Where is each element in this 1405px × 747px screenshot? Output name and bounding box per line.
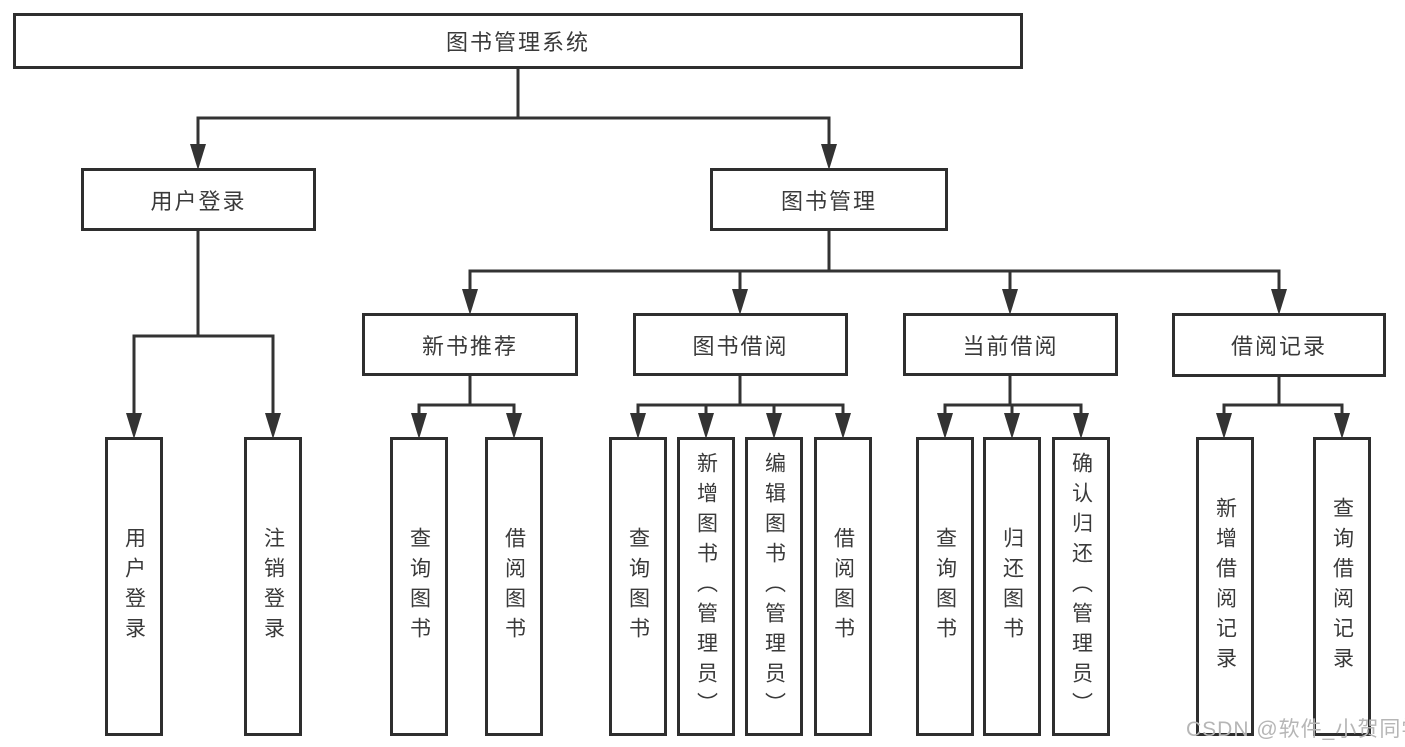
leaf-borrow-books-recommend: 借阅图书 bbox=[485, 437, 543, 736]
leaf-query-books-recommend-label: 查询图书 bbox=[407, 526, 431, 647]
node-user-login: 用户登录 bbox=[81, 168, 316, 231]
leaf-logout: 注销登录 bbox=[244, 437, 302, 736]
leaf-edit-book-admin-label: 编辑图书（管理员） bbox=[762, 451, 786, 722]
node-book-management-label: 图书管理 bbox=[780, 188, 877, 214]
leaf-borrow-books-recommend-label: 借阅图书 bbox=[502, 526, 526, 647]
leaf-borrow-books-borrowing: 借阅图书 bbox=[814, 437, 872, 736]
node-current-borrowing-label: 当前借阅 bbox=[962, 333, 1059, 359]
node-user-login-label: 用户登录 bbox=[150, 188, 247, 214]
leaf-add-borrow-record: 新增借阅记录 bbox=[1196, 437, 1254, 736]
leaf-logout-label: 注销登录 bbox=[261, 526, 285, 647]
leaf-return-book-label: 归还图书 bbox=[1000, 526, 1024, 647]
leaf-edit-book-admin: 编辑图书（管理员） bbox=[745, 437, 803, 736]
leaf-add-book-admin-label: 新增图书（管理员） bbox=[694, 451, 718, 722]
leaf-confirm-return-admin-label: 确认归还（管理员） bbox=[1069, 451, 1093, 722]
leaf-query-books-borrowing-label: 查询图书 bbox=[626, 526, 650, 647]
leaf-query-books-current: 查询图书 bbox=[916, 437, 974, 736]
leaf-add-borrow-record-label: 新增借阅记录 bbox=[1213, 496, 1237, 677]
leaf-query-books-recommend: 查询图书 bbox=[390, 437, 448, 736]
leaf-add-book-admin: 新增图书（管理员） bbox=[677, 437, 735, 736]
node-root-label: 图书管理系统 bbox=[445, 30, 590, 55]
leaf-query-borrow-record-label: 查询借阅记录 bbox=[1330, 496, 1354, 677]
node-root: 图书管理系统 bbox=[13, 13, 1023, 69]
leaf-query-books-current-label: 查询图书 bbox=[933, 526, 957, 647]
node-book-borrowing-label: 图书借阅 bbox=[692, 333, 789, 359]
leaf-query-borrow-record: 查询借阅记录 bbox=[1313, 437, 1371, 736]
node-book-borrowing: 图书借阅 bbox=[633, 313, 848, 376]
leaf-borrow-books-borrowing-label: 借阅图书 bbox=[831, 526, 855, 647]
node-book-management: 图书管理 bbox=[710, 168, 948, 231]
node-borrowing-records: 借阅记录 bbox=[1172, 313, 1386, 377]
node-new-book-recommend: 新书推荐 bbox=[362, 313, 578, 376]
node-current-borrowing: 当前借阅 bbox=[903, 313, 1118, 376]
leaf-confirm-return-admin: 确认归还（管理员） bbox=[1052, 437, 1110, 736]
leaf-user-login: 用户登录 bbox=[105, 437, 163, 736]
watermark: CSDN @软件_小贺同学 bbox=[1186, 718, 1405, 741]
leaf-user-login-label: 用户登录 bbox=[122, 526, 146, 647]
leaf-query-books-borrowing: 查询图书 bbox=[609, 437, 667, 736]
node-borrowing-records-label: 借阅记录 bbox=[1230, 334, 1327, 359]
leaf-return-book: 归还图书 bbox=[983, 437, 1041, 736]
node-new-book-recommend-label: 新书推荐 bbox=[421, 333, 518, 359]
